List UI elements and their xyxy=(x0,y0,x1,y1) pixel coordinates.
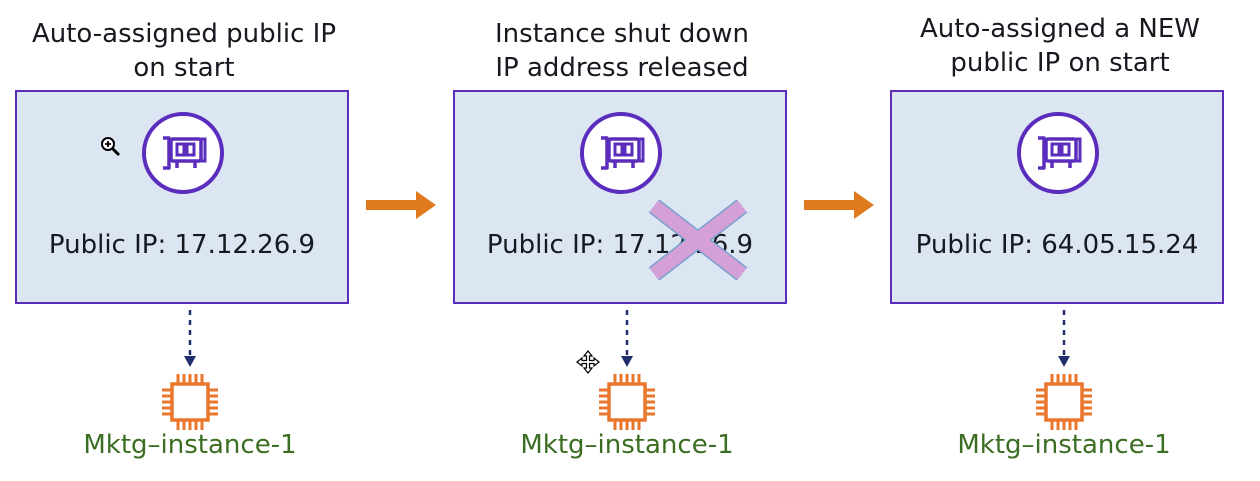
step1-caption-line1: Auto-assigned public IP xyxy=(31,19,337,49)
step2-caption: Instance shut down IP address released xyxy=(422,17,822,85)
cross-out-icon xyxy=(648,200,748,280)
step3-caption-line2: public IP on start xyxy=(950,48,1170,78)
step2-caption-line1: Instance shut down xyxy=(495,19,749,49)
step3-caption: Auto-assigned a NEW public IP on start xyxy=(860,12,1260,80)
ec2-instance-chip-icon xyxy=(599,374,655,430)
step3-panel: Public IP: 64.05.15.24 xyxy=(890,90,1224,304)
move-cursor-icon xyxy=(576,350,600,374)
zoom-cursor-icon xyxy=(101,137,121,157)
ec2-instance-chip-icon xyxy=(1036,374,1092,430)
network-interface-icon xyxy=(580,112,662,194)
step2-dashed-link xyxy=(621,310,633,367)
step1-public-ip: Public IP: 17.12.26.9 xyxy=(48,230,316,260)
step2-caption-line2: IP address released xyxy=(495,53,749,83)
ec2-instance-chip-icon xyxy=(162,374,218,430)
step1-caption: Auto-assigned public IP on start xyxy=(0,17,384,85)
step1-instance-name: Mktg–instance-1 xyxy=(83,430,297,460)
network-interface-icon xyxy=(142,112,224,194)
network-interface-icon xyxy=(1017,112,1099,194)
step3-instance-name: Mktg–instance-1 xyxy=(957,430,1171,460)
step2-instance-name: Mktg–instance-1 xyxy=(520,430,734,460)
step3-dashed-link xyxy=(1058,310,1070,367)
flow-arrow-icon xyxy=(366,191,436,219)
step1-panel: Public IP: 17.12.26.9 xyxy=(15,90,349,304)
step1-dashed-link xyxy=(184,310,196,367)
step3-public-ip: Public IP: 64.05.15.24 xyxy=(915,230,1199,260)
step1-caption-line2: on start xyxy=(133,53,235,83)
step3-caption-line1: Auto-assigned a NEW xyxy=(919,14,1200,44)
flow-arrow-icon xyxy=(804,191,874,219)
